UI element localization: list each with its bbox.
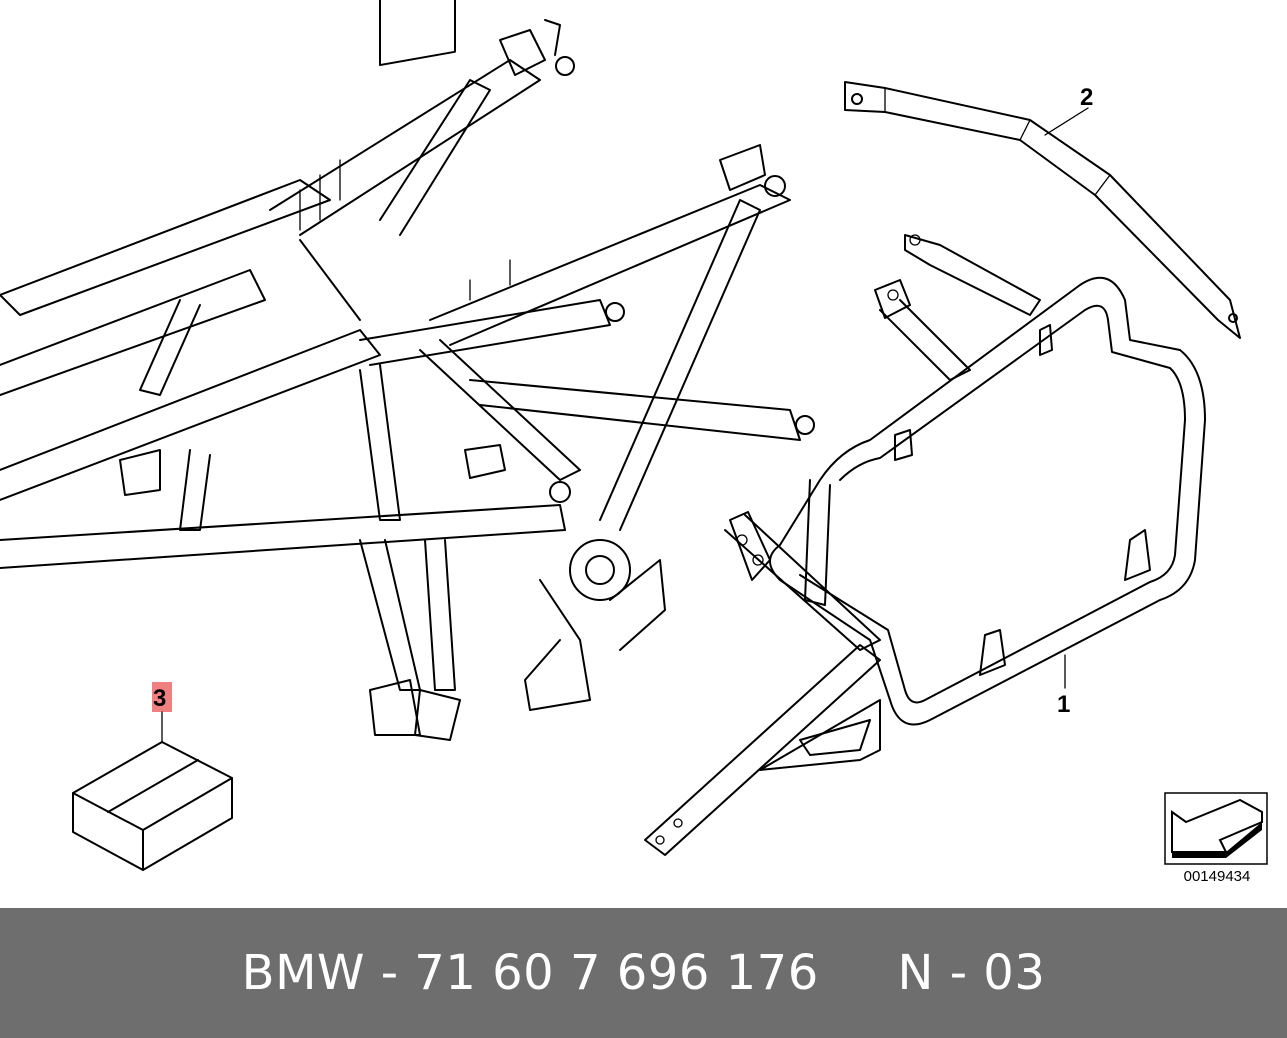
parts-diagram: 2 1 3 (0, 0, 1268, 871)
footer-bar: BMW - 71 60 7 696 176 N - 03 (0, 908, 1287, 1038)
pannier-carrier-part-1: 1 (644, 234, 1206, 856)
box-part-3: 3 (72, 682, 233, 871)
bracket-bar-part-2: 2 (844, 81, 1241, 339)
part-number-text: BMW - 71 60 7 696 176 N - 03 (241, 945, 1046, 1001)
reference-code: 00149434 (1183, 868, 1251, 885)
arrow-icon (1171, 798, 1263, 858)
callout-1: 1 (1057, 691, 1070, 718)
callout-2: 2 (1080, 84, 1093, 111)
callout-3-highlight (152, 682, 172, 712)
callout-3: 3 (153, 685, 166, 712)
motorcycle-frame (0, 0, 815, 741)
reference-arrow-box (1164, 792, 1268, 865)
